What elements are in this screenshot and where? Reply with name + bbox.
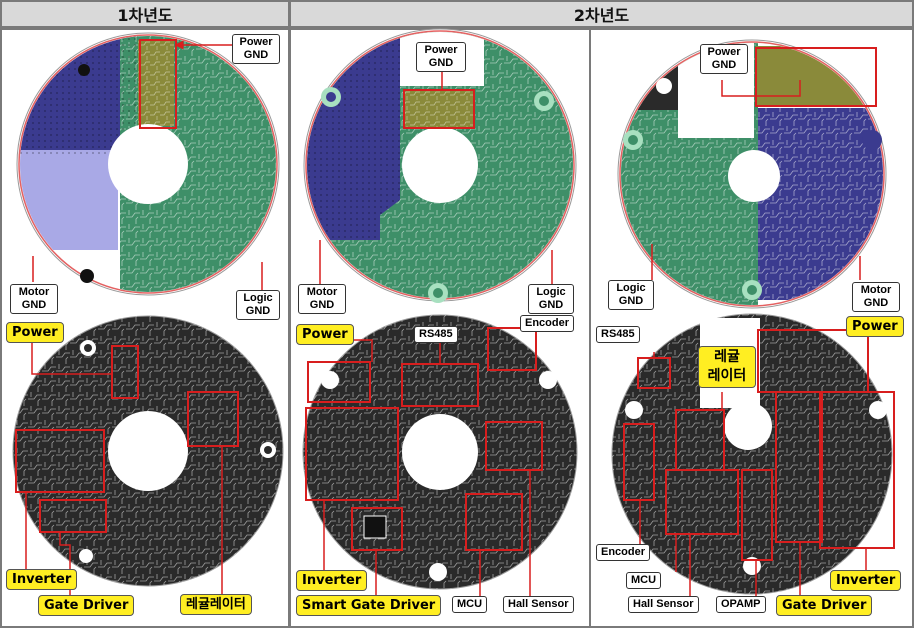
y1-top-board	[16, 32, 280, 296]
y2b-opamp-label: OPAMP	[716, 596, 766, 613]
y2b-hall-sensor-label: Hall Sensor	[628, 596, 699, 613]
y2a-logic-gnd-line2: GND	[538, 299, 564, 311]
header-year2: 2차년도	[289, 0, 914, 28]
y2a-bottom-board	[302, 314, 578, 596]
y2a-smart-gate-driver-label: Smart Gate Driver	[296, 595, 442, 616]
y2a-power-gnd-line2: GND	[428, 57, 454, 69]
y2b-rs485-label: RS485	[596, 326, 640, 343]
y2a-hall-sensor-label: Hall Sensor	[503, 596, 574, 613]
y1-logic-gnd-line1: Logic	[243, 292, 273, 304]
y1-motor-gnd-line2: GND	[21, 299, 47, 311]
y2b-regulator-line1: 레귤	[714, 349, 740, 365]
y1-power-gnd-line2: GND	[243, 49, 269, 61]
y2b-power-gnd-line1: Power	[707, 46, 741, 58]
header-year1-text: 1차년도	[117, 6, 173, 25]
y2b-top-board	[617, 39, 887, 309]
y2b-inverter-label: Inverter	[830, 570, 902, 591]
y2b-logic-gnd-line1: Logic	[616, 282, 646, 294]
y1-logic-gnd-line2: GND	[245, 305, 271, 317]
y2b-power-label: Power	[846, 316, 904, 337]
y2a-encoder-label: Encoder	[520, 315, 575, 332]
y1-power-label: Power	[6, 322, 64, 343]
y1-inverter-label: Inverter	[6, 569, 78, 590]
y2a-mcu-label: MCU	[452, 596, 488, 613]
y2a-motor-gnd-line1: Motor	[306, 286, 338, 298]
y2a-power-gnd-line1: Power	[424, 44, 458, 56]
y2b-encoder-label: Encoder	[596, 544, 651, 561]
y2b-motor-gnd-line1: Motor	[860, 284, 892, 296]
y2a-power-label: Power	[296, 324, 354, 345]
y2b-regulator-line2: 레이터	[707, 368, 747, 384]
y2b-power-gnd-line2: GND	[711, 59, 737, 71]
y1-power-gnd-line1: Power	[239, 36, 273, 48]
y2a-inverter-label: Inverter	[296, 570, 368, 591]
y2a-rs485-label: RS485	[414, 326, 458, 343]
y1-gate-driver-label: Gate Driver	[38, 595, 135, 616]
y2a-top-board	[303, 28, 577, 303]
y2b-motor-gnd-line2: GND	[863, 297, 889, 309]
y1-motor-gnd-line1: Motor	[18, 286, 50, 298]
y1-regulator-label: 레귤레이터	[180, 594, 252, 615]
header-year1: 1차년도	[0, 0, 290, 28]
y2a-logic-gnd-line1: Logic	[536, 286, 566, 298]
y1-bottom-board	[12, 315, 284, 596]
y2b-gate-driver-label: Gate Driver	[776, 595, 873, 616]
y2b-mcu-label: MCU	[626, 572, 662, 589]
y2b-logic-gnd-line2: GND	[618, 295, 644, 307]
header-year2-text: 2차년도	[573, 6, 630, 25]
y2a-motor-gnd-line2: GND	[309, 299, 335, 311]
